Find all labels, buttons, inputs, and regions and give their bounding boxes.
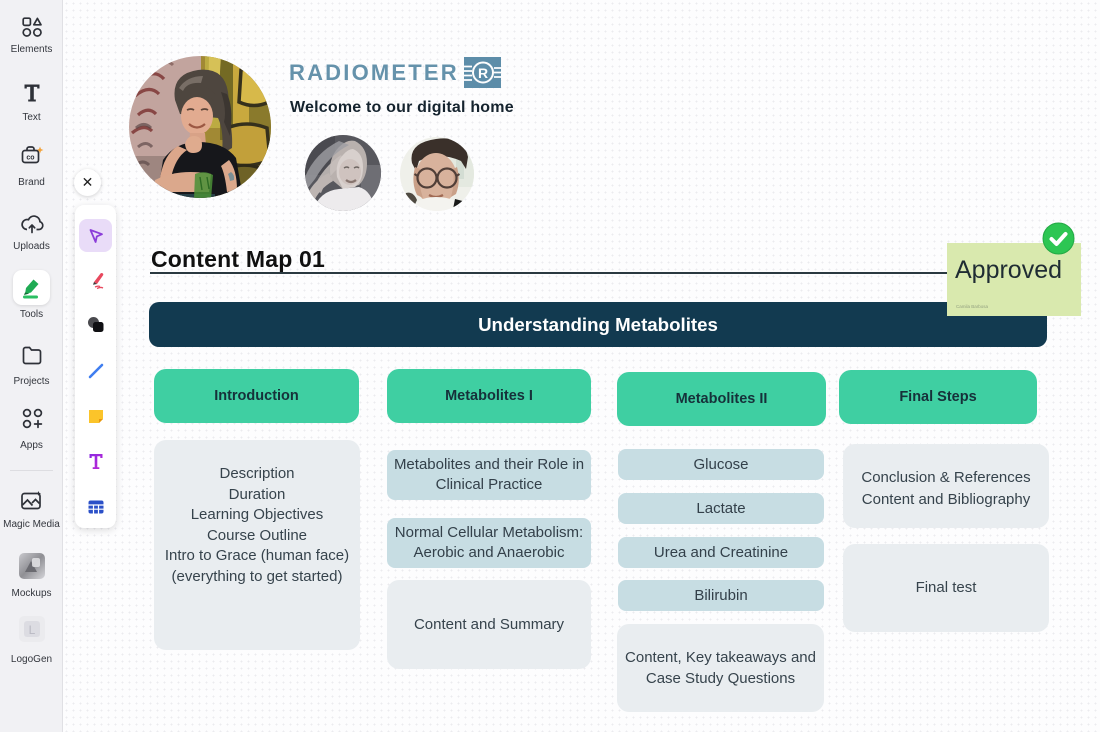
svg-text:co: co xyxy=(26,154,34,161)
svg-text:R: R xyxy=(478,65,488,81)
svg-text:L: L xyxy=(28,623,35,637)
